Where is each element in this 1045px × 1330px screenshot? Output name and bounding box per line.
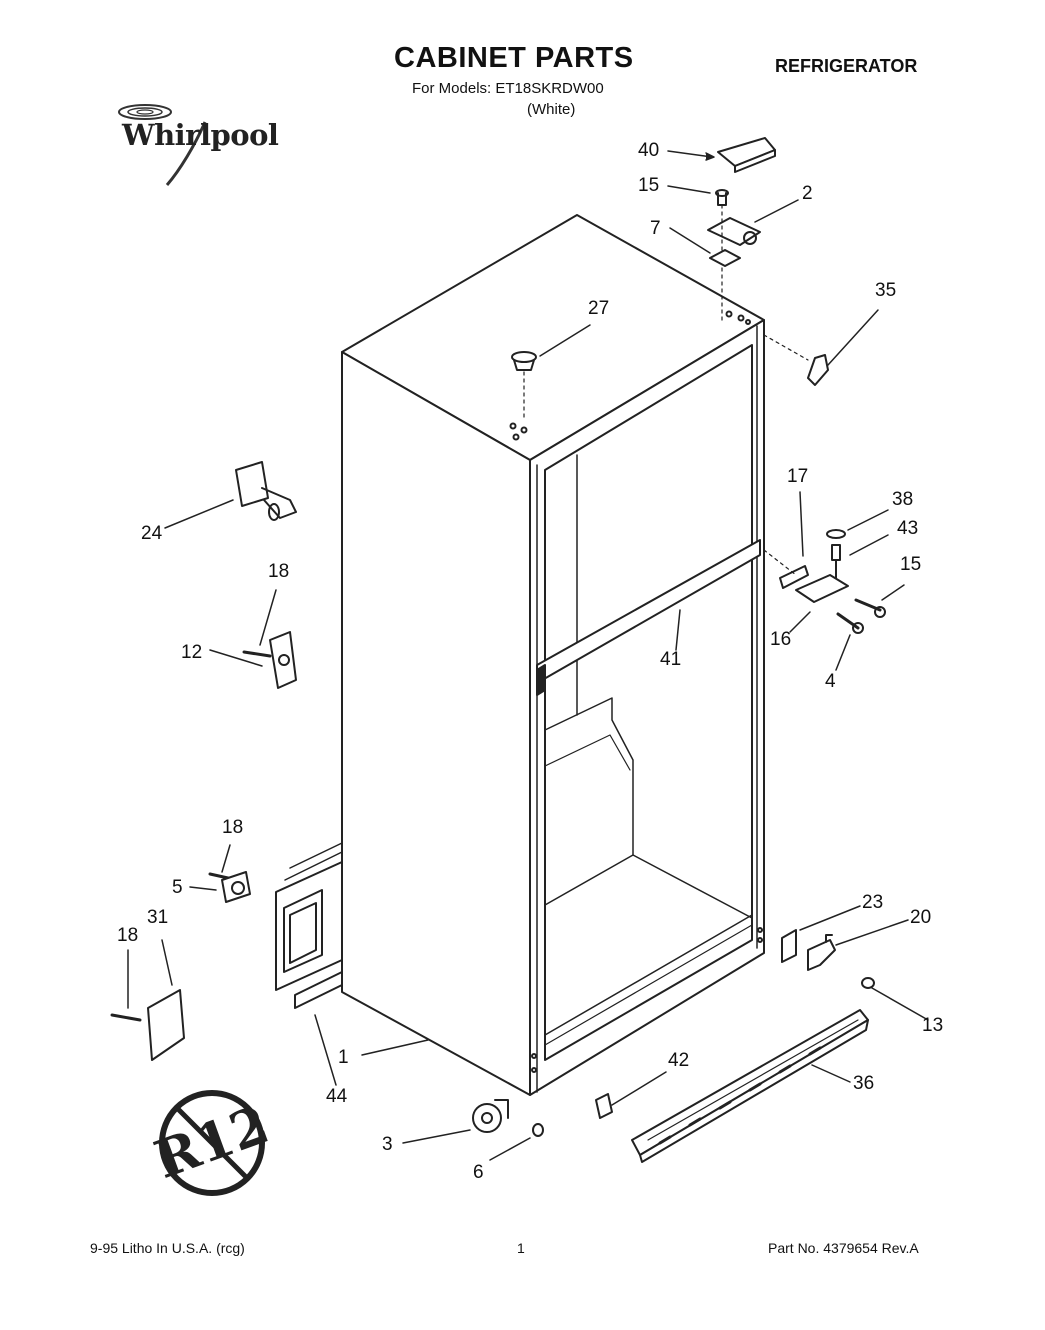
callout-17: 17 (787, 466, 809, 487)
callout-36: 36 (853, 1073, 875, 1094)
center-hinge-bracket (242, 631, 297, 689)
callout-16: 16 (770, 629, 792, 650)
callout-18-upper: 18 (268, 561, 290, 582)
callout-43: 43 (897, 518, 919, 539)
callout-42: 42 (668, 1050, 690, 1071)
print-info: 9-95 Litho In U.S.A. (rcg) (90, 1240, 245, 1256)
model-color: (White) (527, 101, 576, 118)
bottom-hinge-left (208, 871, 251, 903)
bottom-hinge-right (781, 929, 875, 989)
model-number: For Models: ET18SKRDW00 (412, 80, 604, 97)
callout-3: 3 (382, 1134, 393, 1155)
hinge-shim (709, 249, 741, 267)
callout-41: 41 (660, 649, 682, 670)
lower-hinge-cover (110, 989, 185, 1061)
center-hinge-assembly (763, 529, 886, 634)
leader-lines (127, 150, 929, 1161)
callout-44: 44 (326, 1086, 348, 1107)
callout-38: 38 (892, 489, 914, 510)
logo-wordmark: Whirlpool (122, 118, 279, 152)
whirlpool-logo-icon (118, 104, 207, 186)
page-number: 1 (517, 1240, 525, 1256)
no-r12-icon: R12 (147, 1090, 277, 1196)
front-roller (472, 1099, 544, 1137)
callout-12: 12 (181, 642, 203, 663)
callout-23: 23 (862, 892, 884, 913)
callout-24: 24 (141, 523, 163, 544)
divider-mullion (536, 539, 761, 696)
callout-5: 5 (172, 877, 183, 898)
callout-27: 27 (588, 298, 610, 319)
callout-40: 40 (638, 140, 660, 161)
page-title: CABINET PARTS (394, 42, 634, 74)
callout-18-lower: 18 (117, 925, 139, 946)
svg-text:R12: R12 (147, 1094, 276, 1191)
callout-4: 4 (825, 671, 836, 692)
part-number: Part No. 4379654 Rev.A (768, 1240, 919, 1256)
callout-1: 1 (338, 1047, 349, 1068)
callout-31: 31 (147, 907, 169, 928)
door-stop-pin (235, 461, 297, 521)
top-plug (511, 351, 537, 421)
hinge-cap (807, 354, 829, 386)
left-bracket (275, 842, 343, 1009)
cabinet-body (341, 214, 765, 1096)
toe-grille (631, 1009, 869, 1163)
top-hinge-screw (715, 189, 729, 206)
callout-13: 13 (922, 1015, 944, 1036)
grille-clip (595, 1093, 613, 1119)
callout-15-top: 15 (638, 175, 660, 196)
product-type: REFRIGERATOR (775, 56, 918, 76)
callout-7: 7 (650, 218, 661, 239)
callout-15-right: 15 (900, 554, 922, 575)
callout-20: 20 (910, 907, 932, 928)
callout-35: 35 (875, 280, 897, 301)
callout-6: 6 (473, 1162, 484, 1183)
callout-2: 2 (802, 183, 813, 204)
callout-18-middle: 18 (222, 817, 244, 838)
